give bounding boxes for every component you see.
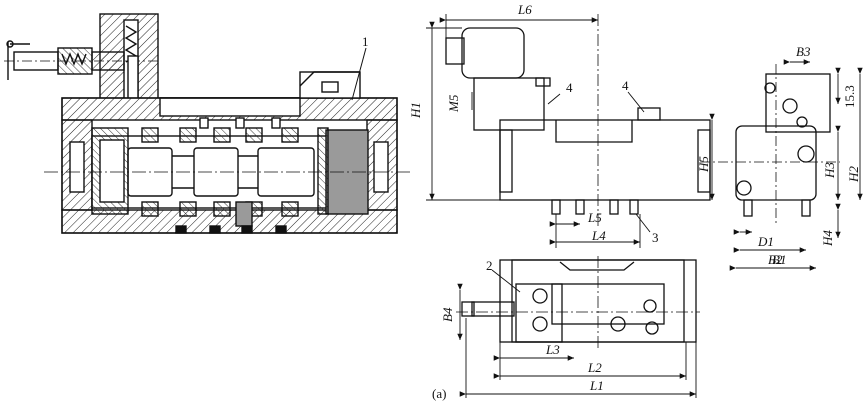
dim-L1: L1 (589, 378, 604, 393)
dim-B2: B2 (768, 252, 783, 267)
front-view (445, 14, 711, 226)
dim-B3: B3 (796, 44, 811, 59)
dim-L6: L6 (517, 2, 532, 17)
part-label-4a: 4 (566, 80, 573, 95)
dim-H1: H1 (408, 102, 423, 119)
dim-H5: H5 (696, 156, 711, 173)
dim-H4: H4 (820, 230, 835, 247)
top-view (456, 256, 700, 350)
part-label-1: 1 (362, 34, 369, 49)
dim-D1: D1 (757, 234, 774, 249)
side-view (700, 64, 840, 224)
part-label-3: 3 (652, 230, 659, 245)
dim-M5: M5 (446, 94, 461, 113)
section-view (4, 13, 410, 234)
part-label-4b: 4 (622, 78, 629, 93)
dim-L2: L2 (587, 360, 602, 375)
dim-H2: H2 (846, 166, 861, 183)
figure-caption: (a) (432, 386, 446, 401)
dim-15-3: 15.3 (842, 85, 857, 108)
dim-L5: L5 (587, 210, 602, 225)
top-view-dimensions (457, 269, 697, 398)
dim-B1: B1 (772, 252, 786, 267)
front-view-dimensions (426, 14, 715, 248)
dim-B4: B4 (440, 307, 455, 322)
dim-L4: L4 (591, 228, 606, 243)
dim-H3: H3 (822, 162, 837, 179)
part-label-2: 2 (486, 258, 493, 273)
side-view-dimensions (729, 59, 863, 271)
dim-L3: L3 (545, 342, 560, 357)
